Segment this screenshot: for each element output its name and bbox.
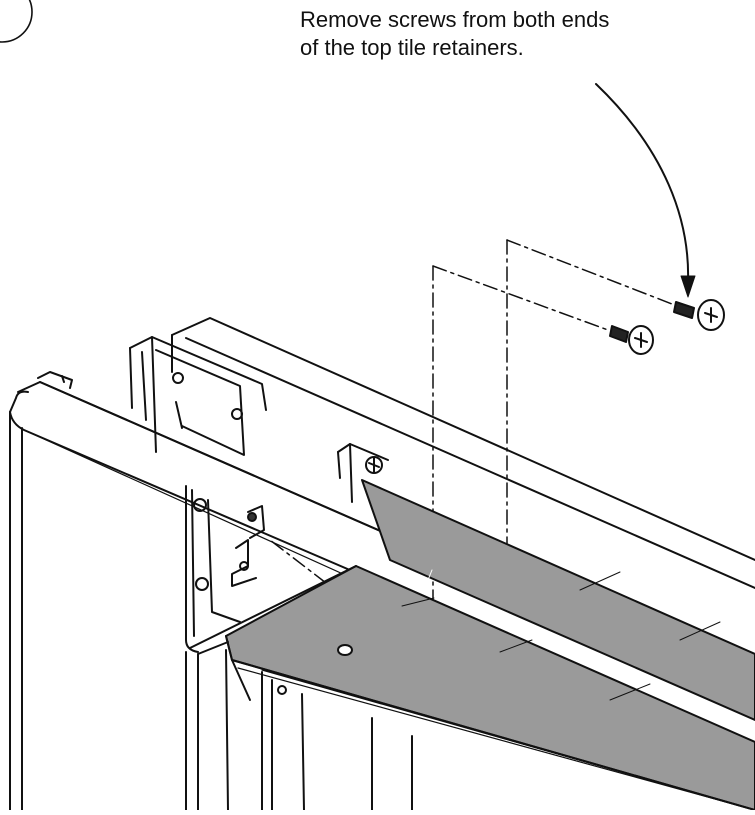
screw-icon	[609, 299, 725, 355]
mounting-plate	[185, 485, 265, 653]
retainer-clip	[337, 443, 389, 503]
arrow-icon	[595, 83, 696, 298]
instruction-line-1: Remove screws from both ends	[300, 7, 610, 32]
retainer-lip	[231, 659, 755, 811]
retainer-bracket	[129, 336, 267, 456]
tile-strip	[361, 479, 755, 721]
side-frame	[9, 411, 413, 811]
tile-retainer	[189, 565, 755, 811]
rear-frame	[171, 317, 755, 589]
step-circle-icon	[0, 0, 33, 43]
instruction-line-2: of the top tile retainers.	[300, 35, 524, 60]
instruction-callout: Remove screws from both ends of the top …	[300, 6, 720, 62]
